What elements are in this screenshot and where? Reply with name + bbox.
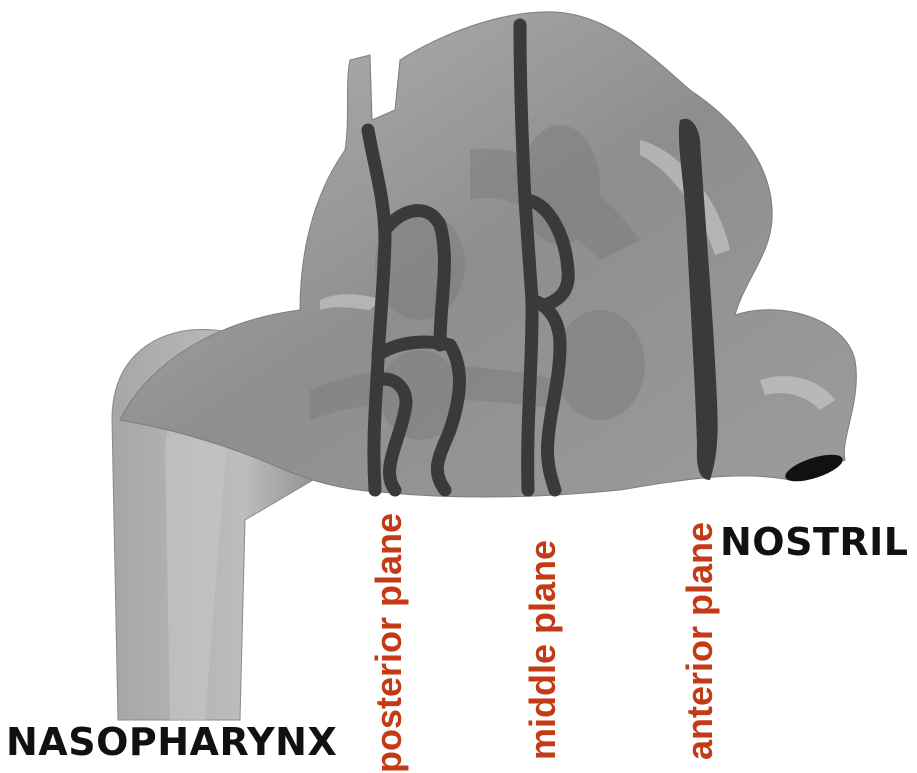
posterior-plane-label: posterior plane: [368, 513, 410, 773]
anterior-plane-label: anterior plane: [679, 522, 721, 760]
nasopharynx-label: NASOPHARYNX: [6, 720, 337, 764]
nasal-cavity-body: [120, 12, 856, 497]
middle-plane-label: middle plane: [522, 540, 564, 760]
nostril-label: NOSTRIL: [720, 520, 909, 564]
